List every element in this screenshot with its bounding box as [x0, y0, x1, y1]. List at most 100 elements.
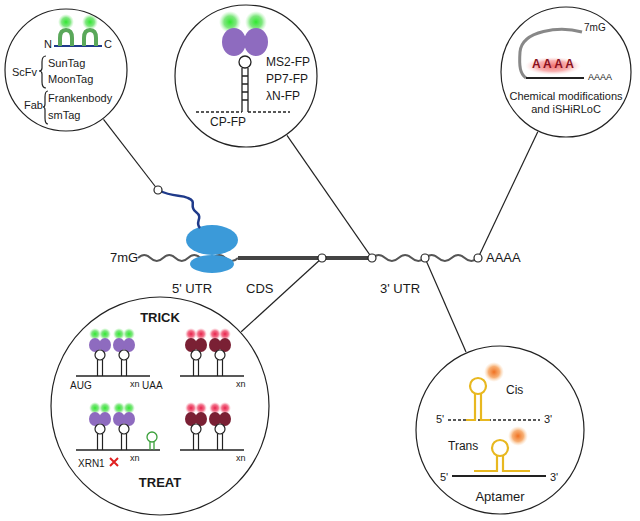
- callout-text: PP7-FP: [266, 73, 308, 87]
- callout-text: xn: [130, 453, 140, 463]
- callout-text: A A A A: [532, 58, 574, 72]
- stem-loop: [95, 350, 105, 360]
- leader-dot: [318, 254, 326, 262]
- aptamer: [448, 362, 546, 476]
- circle-outline: [416, 346, 584, 514]
- stem-loop: [191, 424, 201, 434]
- epitope-tag: [39, 56, 46, 88]
- callout-text: XRN1: [78, 458, 105, 470]
- ribosome: [158, 190, 238, 273]
- callout-text: 7mG: [584, 22, 606, 34]
- leader-line: [104, 119, 159, 190]
- aptamer: [484, 362, 504, 382]
- leader-dot: [421, 254, 429, 262]
- region-label: CDS: [246, 282, 273, 297]
- coat-protein-stem-loop: [196, 111, 242, 112]
- callout-text: TREAT: [139, 476, 181, 491]
- callout-text: MoonTag: [48, 73, 93, 86]
- epitope-tag: [60, 30, 72, 46]
- stem-loop: [193, 360, 194, 376]
- leader-line: [425, 258, 466, 352]
- coat-protein-stem-loop: [244, 28, 268, 56]
- stem-loop: [222, 360, 223, 376]
- callout-text: Aptamer: [475, 490, 524, 505]
- stem-loop: [113, 402, 135, 450]
- stem-loop: [215, 424, 225, 434]
- coat-protein-stem-loop: [248, 111, 290, 112]
- reporter-lines: [180, 375, 244, 376]
- stem-loop: [89, 328, 111, 376]
- ribosome: [186, 225, 238, 255]
- leader-dot: [474, 254, 482, 262]
- circle-outline: [500, 6, 632, 138]
- circle-outline: [175, 5, 317, 147]
- epitope-tag: [58, 14, 74, 30]
- stem-loop: [217, 360, 218, 376]
- callout-text: CP-FP: [210, 116, 246, 130]
- reporter-lines: [76, 376, 244, 466]
- ribosome: [158, 190, 200, 228]
- callout-text: xn: [236, 379, 246, 389]
- stem-loop: [102, 434, 103, 450]
- stem-loop: [119, 350, 129, 360]
- callout-circle: MS2-FPPP7-FPλN-FPCP-FP: [174, 4, 318, 148]
- stem-loop: [89, 328, 231, 450]
- callout-text: AUG: [70, 380, 92, 392]
- stem-loop: [185, 402, 207, 450]
- stem-loop: [89, 402, 111, 450]
- callout-circle: 7mGA A A AAAAAChemical modifications and…: [500, 6, 632, 138]
- stem-loop: [126, 360, 127, 376]
- reporter-lines: [110, 458, 118, 466]
- leader-dot: [154, 186, 162, 194]
- modified-rna: [520, 29, 584, 78]
- aptamer: [470, 378, 486, 394]
- stem-loop: [209, 402, 231, 450]
- circle-outline: [5, 9, 127, 131]
- modified-rna: [520, 29, 582, 78]
- callout-text: N: [44, 38, 52, 51]
- stem-loop: [185, 328, 207, 376]
- circle-outline: [51, 297, 269, 515]
- callout-circle: NCScFvSunTagMoonTagFabFrankenbodysmTag: [4, 8, 128, 132]
- stem-loop: [121, 360, 122, 376]
- stem-loop: [126, 434, 127, 450]
- callout-text: Chemical modifications and iSHiRLoC: [505, 90, 627, 115]
- stem-loop: [222, 434, 223, 450]
- aptamer: [448, 419, 540, 420]
- modified-rna: [525, 57, 581, 75]
- epitope-tag: [84, 30, 96, 46]
- callout-text: 3': [550, 471, 558, 484]
- region-label: 7mG: [110, 251, 138, 266]
- leader-dot: [154, 186, 482, 262]
- callout-text: Cis: [506, 384, 523, 398]
- stem-loop: [95, 424, 105, 434]
- epitope-tag: [39, 14, 102, 124]
- reporter-lines: [180, 449, 244, 450]
- callout-text: Fab: [24, 99, 43, 112]
- stem-loop: [191, 350, 201, 360]
- leader-line: [104, 119, 538, 352]
- callout-text: xn: [130, 379, 140, 389]
- leader-line: [478, 132, 538, 258]
- modified-rna: [526, 77, 584, 79]
- ribosome: [190, 255, 234, 273]
- callout-text: UAA: [142, 380, 163, 392]
- callout-text: 3': [544, 413, 552, 426]
- region-label: 5' UTR: [172, 282, 212, 297]
- callout-text: Trans: [448, 440, 478, 454]
- mrna-strand: [372, 255, 478, 261]
- callout-text: Frankenbody: [48, 92, 112, 105]
- stem-loop: [193, 434, 194, 450]
- callout-text: MS2-FP: [266, 56, 310, 70]
- callout-text: SunTag: [48, 57, 85, 70]
- reporter-lines: [150, 442, 154, 450]
- aptamer: [474, 456, 530, 471]
- stem-loop: [198, 360, 199, 376]
- mrna-strand: [138, 255, 478, 261]
- region-label: 3' UTR: [380, 282, 420, 297]
- coat-protein-stem-loop: [222, 28, 246, 56]
- mrna-strand: [238, 256, 372, 260]
- reporter-lines: [147, 432, 157, 442]
